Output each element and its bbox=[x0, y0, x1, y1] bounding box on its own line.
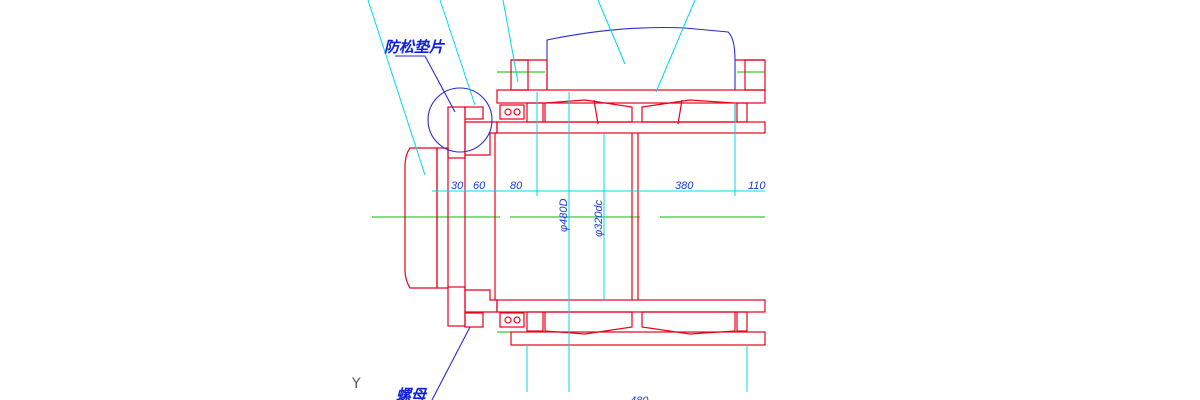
detail-circle bbox=[427, 87, 493, 153]
bearing-bottom bbox=[496, 299, 766, 346]
end-cap bbox=[404, 106, 484, 328]
dim-60: 60 bbox=[473, 180, 486, 192]
dim-diameter-320: φ320dc bbox=[593, 199, 605, 237]
dimension-lines bbox=[432, 92, 765, 392]
y-axis-label: Y bbox=[351, 376, 361, 392]
dim-30: 30 bbox=[451, 180, 464, 192]
leader-lines bbox=[367, 0, 696, 400]
dim-80: 80 bbox=[510, 180, 523, 192]
callout-nut: 螺母 bbox=[396, 386, 428, 400]
callout-lock-washer: 防松垫片 bbox=[384, 38, 446, 56]
dim-diameter-480: φ480D bbox=[558, 198, 570, 232]
centerline bbox=[372, 71, 765, 333]
housing-block bbox=[510, 26, 766, 91]
dim-bottom-partial: 480 bbox=[630, 395, 649, 400]
dim-380: 380 bbox=[675, 180, 694, 192]
dim-110: 110 bbox=[748, 180, 766, 192]
